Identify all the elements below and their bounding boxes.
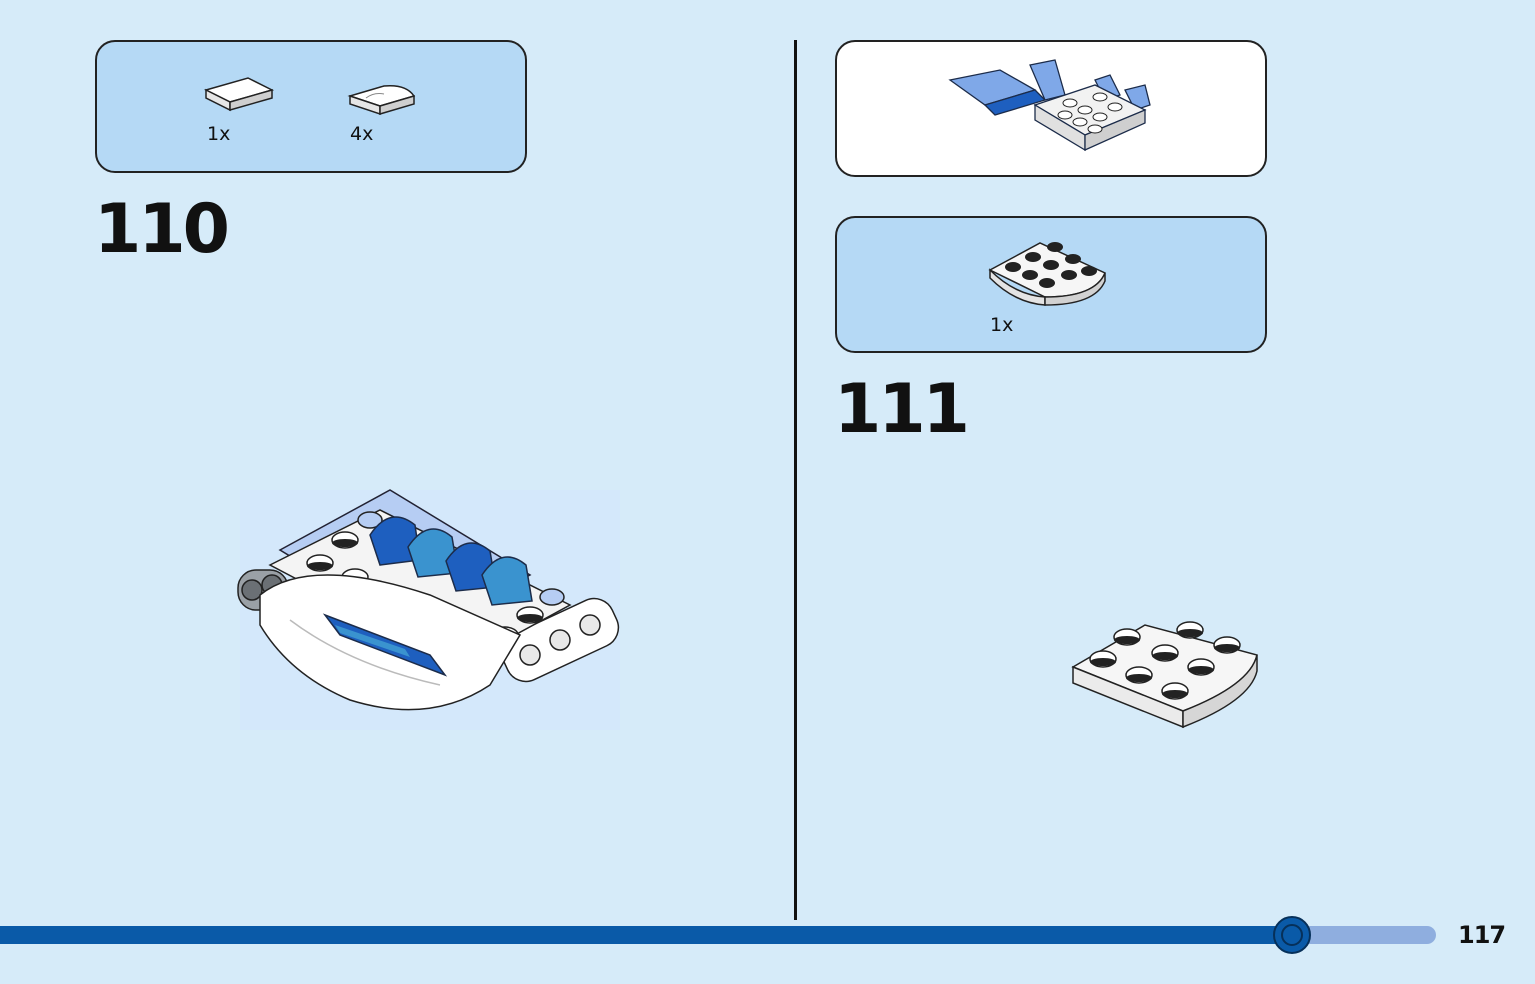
- subassembly-preview-icon: [948, 59, 1151, 152]
- progress-fill: [0, 926, 1292, 944]
- assembled-vehicle-icon: [237, 489, 620, 730]
- part-qty-curved-slope: 4x: [350, 123, 374, 145]
- tile-1x2-icon: [203, 77, 275, 112]
- page-number: 117: [1458, 921, 1506, 949]
- step-number-110: 110: [94, 190, 230, 269]
- curved-slope-icon: [347, 84, 416, 116]
- part-qty-tile: 1x: [207, 123, 231, 145]
- page-divider: [794, 40, 797, 920]
- step-number-111: 111: [834, 370, 970, 449]
- part-qty-round-plate: 1x: [990, 314, 1014, 336]
- progress-knob[interactable]: [1273, 916, 1311, 954]
- parts-callout-step-110: [95, 40, 527, 173]
- round-corner-plate-icon: [988, 242, 1106, 306]
- round-corner-plate-placed-icon: [1071, 621, 1258, 729]
